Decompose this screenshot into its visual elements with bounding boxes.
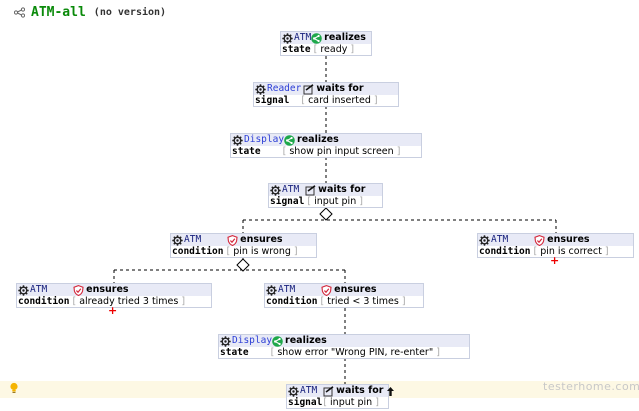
step-node[interactable]: ATM ensures condition[ pin is correct ]: [477, 233, 634, 258]
step-node[interactable]: ATM ensures condition[ pin is wrong ]: [170, 233, 317, 258]
step-node[interactable]: ATM ensures condition[ already tried 3 ti…: [16, 283, 212, 308]
gear-icon: [172, 235, 183, 246]
field-value[interactable]: [ already tried 3 times ]: [72, 296, 186, 307]
field-label: condition: [172, 246, 224, 257]
lightbulb-icon[interactable]: [9, 382, 19, 394]
shield-icon: [534, 235, 545, 246]
share-icon: [311, 33, 322, 44]
add-branch-button[interactable]: +: [108, 304, 118, 317]
value-text[interactable]: show pin input screen: [289, 146, 394, 157]
decision-diamond: [319, 207, 333, 221]
field-label: condition: [479, 246, 531, 257]
field-value[interactable]: [ input pin ]: [307, 196, 363, 207]
actor-name[interactable]: ATM: [30, 284, 48, 295]
share-icon: [284, 135, 295, 146]
add-branch-button[interactable]: +: [550, 254, 560, 267]
diagram-version: (no version): [93, 6, 167, 18]
diagram-header: ATM-all (no version): [14, 4, 166, 20]
value-text[interactable]: tried < 3 times: [327, 296, 399, 307]
step-node[interactable]: ATM realizes state[ ready ]: [280, 31, 372, 56]
field-label: state: [220, 347, 249, 358]
diagram-title[interactable]: ATM-all: [31, 4, 86, 20]
puzzle-gear-icon: [255, 84, 266, 95]
value-text[interactable]: input pin: [314, 196, 357, 207]
field-value[interactable]: [ show error "Wrong PIN, re-enter" ]: [270, 347, 440, 358]
actor-name[interactable]: ATM: [491, 234, 509, 245]
field-value[interactable]: [ pin is correct ]: [533, 246, 609, 257]
step-node[interactable]: Display realizes state [ show pin input sc…: [230, 133, 422, 158]
gear-icon: [270, 185, 281, 196]
relation-keyword: ensures: [334, 284, 377, 295]
graph-icon: [14, 6, 25, 18]
relation-keyword: waits for: [336, 385, 384, 396]
field-value[interactable]: [ pin is wrong ]: [226, 246, 298, 257]
field-label: state: [232, 146, 261, 157]
relation-keyword: realizes: [285, 335, 327, 346]
field-label: signal: [270, 196, 305, 207]
gear-icon: [288, 386, 299, 397]
shield-icon: [321, 285, 332, 296]
actor-name[interactable]: ATM: [282, 184, 300, 195]
actor-name[interactable]: ATM: [300, 385, 318, 396]
actor-name[interactable]: Display: [232, 335, 273, 346]
field-value[interactable]: [ ready ]: [313, 44, 355, 55]
relation-keyword: ensures: [240, 234, 283, 245]
watermark: testerhome.com: [543, 380, 639, 393]
value-text[interactable]: pin is correct: [540, 246, 602, 257]
field-value[interactable]: [ tried < 3 times ]: [320, 296, 406, 307]
value-text[interactable]: card inserted: [308, 95, 371, 106]
relation-keyword: waits for: [318, 184, 366, 195]
field-label: signal: [255, 95, 290, 106]
relation-keyword: ensures: [547, 234, 590, 245]
relation-keyword: ensures: [86, 284, 129, 295]
checkbox-pen-icon: [303, 84, 314, 95]
value-text[interactable]: ready: [320, 44, 348, 55]
actor-name[interactable]: ATM: [184, 234, 202, 245]
relation-keyword: realizes: [324, 32, 366, 43]
field-value[interactable]: [ show pin input screen ]: [282, 146, 401, 157]
step-node[interactable]: Display realizes state [ show error "Wrong…: [218, 334, 470, 359]
step-node[interactable]: ATM ensures condition[ tried < 3 times ]: [264, 283, 424, 308]
gear-icon: [18, 285, 29, 296]
puzzle-gear-icon: [232, 135, 243, 146]
step-node[interactable]: ATM waits for signal[ input pin ]: [268, 183, 383, 208]
gear-icon: [479, 235, 490, 246]
relation-keyword: waits for: [316, 83, 364, 94]
field-label: condition: [18, 296, 70, 307]
decision-diamond: [236, 258, 250, 272]
gear-icon: [282, 33, 293, 44]
share-icon: [272, 336, 283, 347]
field-label: signal: [288, 397, 323, 408]
relation-keyword: realizes: [297, 134, 339, 145]
field-value[interactable]: [input pin]: [323, 397, 379, 408]
step-node[interactable]: Reader waits for signal [ card inserted ]: [253, 82, 399, 107]
actor-name[interactable]: ATM: [278, 284, 296, 295]
gear-icon: [266, 285, 277, 296]
actor-name[interactable]: ATM: [294, 32, 312, 43]
step-node[interactable]: ATM waits for signal[input pin]: [286, 384, 395, 409]
value-text[interactable]: input pin: [330, 397, 373, 408]
shield-icon: [73, 285, 84, 296]
checkbox-pen-icon: [305, 185, 316, 196]
value-text[interactable]: pin is wrong: [233, 246, 291, 257]
actor-name[interactable]: Display: [244, 134, 285, 145]
field-label: condition: [266, 296, 318, 307]
checkbox-pen-icon: [323, 386, 334, 397]
actor-name[interactable]: Reader: [267, 83, 302, 94]
shield-icon: [227, 235, 238, 246]
field-label: state: [282, 44, 311, 55]
value-text[interactable]: show error "Wrong PIN, re-enter": [277, 347, 434, 358]
field-value[interactable]: [ card inserted ]: [301, 95, 378, 106]
value-text[interactable]: already tried 3 times: [79, 296, 179, 307]
arrow-up-icon[interactable]: [385, 386, 396, 397]
puzzle-gear-icon: [220, 336, 231, 347]
